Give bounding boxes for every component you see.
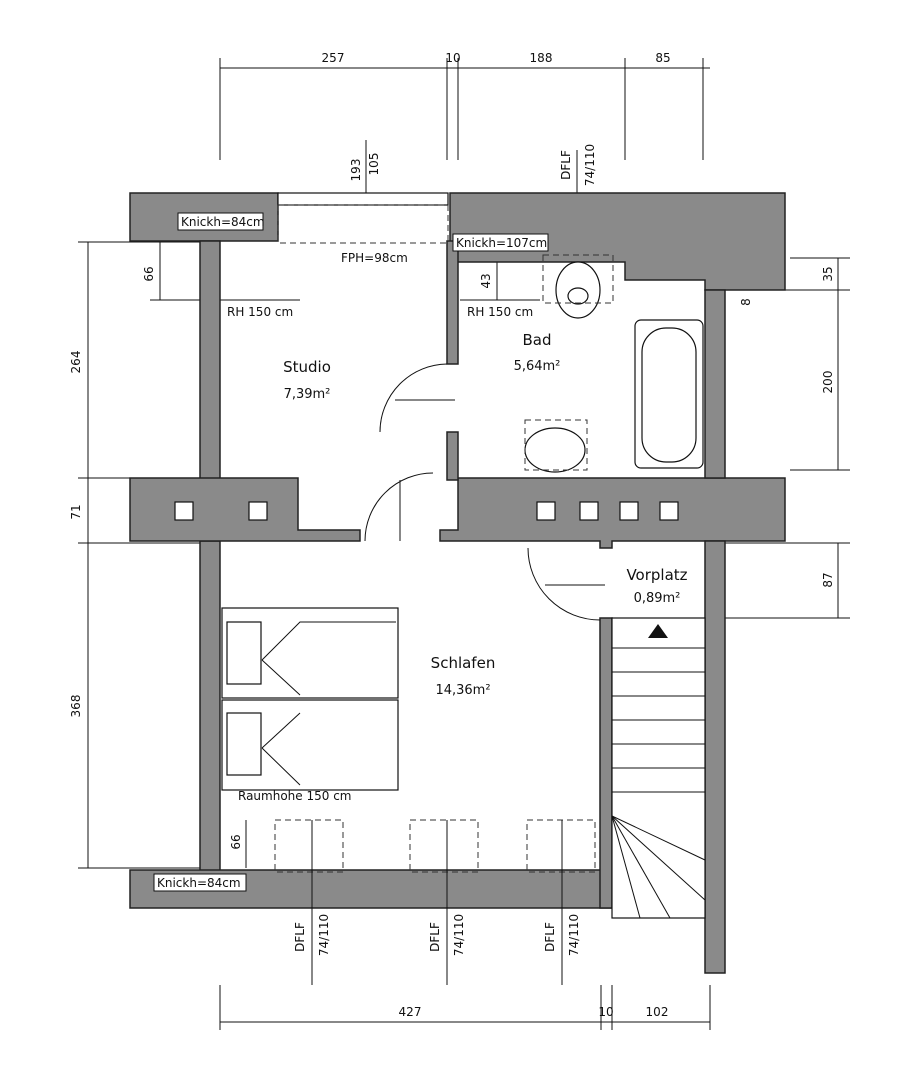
dim-bottom-10: 10: [598, 1005, 613, 1019]
dim-left-66-top: 66: [142, 266, 156, 281]
window-top-size: 74/110: [583, 144, 597, 186]
note-fph: FPH=98cm: [341, 251, 408, 265]
dim-left-264: 264: [69, 351, 83, 374]
dim-bottom-102: 102: [646, 1005, 669, 1019]
note-knickh-bottom: Knickh=84cm: [157, 876, 241, 890]
roof-window-top: [277, 192, 449, 244]
dim-bad-43: 43: [479, 273, 493, 288]
room-studio-area: 7,39m²: [284, 387, 331, 402]
dim-bottom-427: 427: [399, 1005, 422, 1019]
doors: [364, 363, 605, 621]
note-raumhohe: Raumhohe 150 cm: [238, 789, 351, 803]
room-schlafen-name: Schlafen: [431, 654, 496, 672]
dim-left-71: 71: [69, 504, 83, 519]
window-bottom-3-size: 74/110: [567, 914, 581, 956]
dim-right-8: 8: [739, 298, 753, 306]
beds: [221, 607, 399, 791]
room-bad-area: 5,64m²: [514, 359, 561, 374]
note-rh-bad: RH 150 cm: [467, 305, 533, 319]
window-bottom-1-type: DFLF: [293, 922, 307, 952]
room-bad-name: Bad: [522, 331, 551, 349]
room-schlafen-area: 14,36m²: [435, 683, 490, 698]
window-bottom-3-type: DFLF: [543, 922, 557, 952]
bathroom-fixtures: [524, 254, 704, 473]
dim-right-35: 35: [821, 266, 835, 281]
room-vorplatz-area: 0,89m²: [634, 591, 681, 606]
window-top-type: DFLF: [559, 150, 573, 180]
dim-top-2: 10: [445, 51, 460, 65]
dim-right-200: 200: [821, 371, 835, 394]
dim-top-3: 188: [530, 51, 553, 65]
dim-top-4: 85: [655, 51, 670, 65]
room-vorplatz-name: Vorplatz: [626, 566, 687, 584]
dim-window-193: 193: [349, 159, 363, 182]
note-knickh-bad: Knickh=107cm: [456, 236, 547, 250]
dim-top-1: 257: [322, 51, 345, 65]
dim-window-105: 105: [367, 153, 381, 176]
note-rh-studio: RH 150 cm: [227, 305, 293, 319]
note-knickh-top-left: Knickh=84cm: [181, 215, 265, 229]
stairs: [611, 617, 706, 919]
column-openings: [174, 501, 679, 521]
dim-right-87: 87: [821, 572, 835, 587]
dim-left-368: 368: [69, 695, 83, 718]
room-studio-name: Studio: [283, 358, 331, 376]
knick-label-boxes: [153, 212, 549, 892]
dim-left-66-bottom: 66: [229, 834, 243, 849]
window-bottom-1-size: 74/110: [317, 914, 331, 956]
window-bottom-2-type: DFLF: [428, 922, 442, 952]
window-bottom-2-size: 74/110: [452, 914, 466, 956]
roof-windows-bottom: [274, 819, 596, 985]
